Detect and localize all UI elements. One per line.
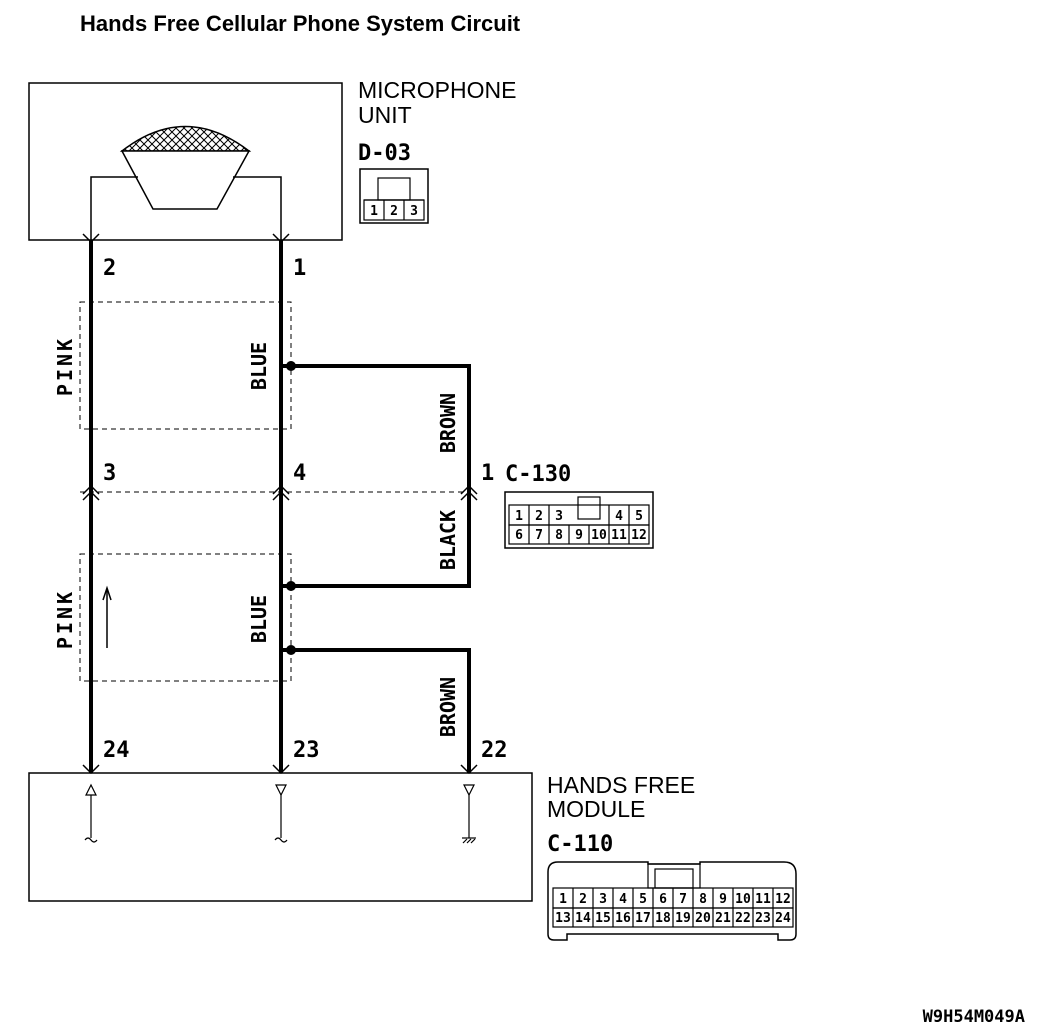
ground-icon <box>462 837 476 844</box>
connector-pin: 11 <box>611 528 627 543</box>
d03-pin: 1 <box>370 204 378 219</box>
connector-pin: 22 <box>735 911 751 926</box>
microphone-unit-label: MICROPHONE <box>358 77 516 103</box>
connector-pin: 6 <box>515 528 523 543</box>
pin-number: 3 <box>103 461 116 486</box>
wire-color-label: BLUE <box>247 595 271 643</box>
connector-pin: 6 <box>659 892 667 907</box>
connector-pin: 23 <box>755 911 771 926</box>
connector-pin: 20 <box>695 911 711 926</box>
hands-free-module-label-2: MODULE <box>547 796 645 822</box>
connector-pin: 2 <box>579 892 587 907</box>
connector-pin: 5 <box>639 892 647 907</box>
microphone-unit-box <box>28 82 343 241</box>
connector-pin: 11 <box>755 892 771 907</box>
page-title: Hands Free Cellular Phone System Circuit <box>80 11 521 36</box>
connector-pin: 15 <box>595 911 611 926</box>
wire-color-label: BLUE <box>247 342 271 390</box>
connector-pin: 14 <box>575 911 591 926</box>
microphone-unit-label-2: UNIT <box>358 102 412 128</box>
wire-color-label: PINK <box>53 336 77 396</box>
hands-free-module-label: HANDS FREE <box>547 772 695 798</box>
wire-color-label: BROWN <box>436 393 460 453</box>
connector-pin: 5 <box>635 509 643 524</box>
pin-number: 22 <box>481 738 508 763</box>
connector-pin: 13 <box>555 911 571 926</box>
connector-pin: 17 <box>635 911 651 926</box>
connector-pin: 8 <box>699 892 707 907</box>
pin-number: 23 <box>293 738 320 763</box>
connector-pin: 4 <box>619 892 627 907</box>
pin-number: 4 <box>293 461 306 486</box>
connector-c110-label: C-110 <box>547 832 613 857</box>
connector-pin: 19 <box>675 911 691 926</box>
connector-pin: 1 <box>515 509 523 524</box>
connector-pin: 10 <box>735 892 751 907</box>
wire-color-label: BLACK <box>436 510 460 570</box>
figure-code: W9H54M049A <box>923 1007 1025 1027</box>
connector-pin: 2 <box>535 509 543 524</box>
connector-d03-face: 1 2 3 <box>359 168 429 224</box>
connector-pin: 16 <box>615 911 631 926</box>
d03-pin: 2 <box>390 204 398 219</box>
connector-pin: 12 <box>775 892 791 907</box>
connector-d03-label: D-03 <box>358 141 411 166</box>
shield-box-lower <box>79 553 292 682</box>
shield-box-upper <box>79 301 292 430</box>
wire-color-label: BROWN <box>436 677 460 737</box>
connector-pin: 3 <box>555 509 563 524</box>
pin-number: 24 <box>103 738 130 763</box>
pin-number: 2 <box>103 256 116 281</box>
connector-pin: 1 <box>559 892 567 907</box>
connector-pin: 8 <box>555 528 563 543</box>
connector-c130-label: C-130 <box>505 462 571 487</box>
connector-pin: 12 <box>631 528 647 543</box>
connector-pin: 4 <box>615 509 623 524</box>
connector-pin: 7 <box>535 528 543 543</box>
hands-free-module-box <box>28 772 533 902</box>
connector-chevron-icon <box>82 233 478 775</box>
microphone-icon <box>90 125 282 240</box>
connector-pin: 9 <box>575 528 583 543</box>
pin-number: 1 <box>293 256 306 281</box>
connector-pin: 24 <box>775 911 791 926</box>
connector-pin: 21 <box>715 911 731 926</box>
signal-arrow-icon <box>102 585 112 648</box>
connector-pin: 9 <box>719 892 727 907</box>
connector-pin: 3 <box>599 892 607 907</box>
connector-pin: 18 <box>655 911 671 926</box>
connector-pin: 10 <box>591 528 607 543</box>
connector-pin: 7 <box>679 892 687 907</box>
pin-number: 1 <box>481 461 494 486</box>
module-terminal-icon <box>84 783 475 843</box>
wire-color-label: PINK <box>53 589 77 649</box>
d03-pin: 3 <box>410 204 418 219</box>
